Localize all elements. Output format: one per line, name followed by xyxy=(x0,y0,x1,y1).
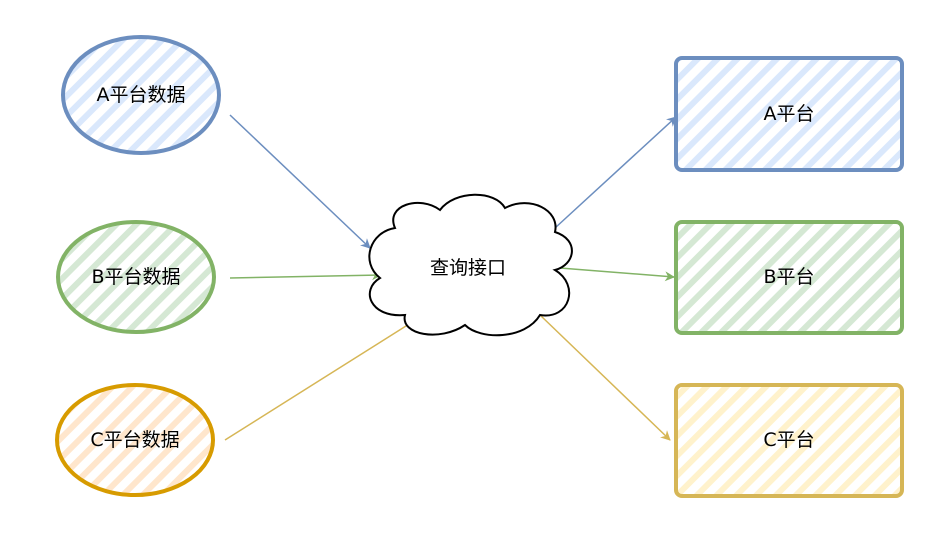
edge-hub-to-a xyxy=(554,116,677,229)
source-c-node[interactable]: C平台数据 xyxy=(55,383,215,497)
target-b-label: B平台 xyxy=(763,266,814,288)
source-b-node[interactable]: B平台数据 xyxy=(56,220,216,334)
edge-a-data-to-hub xyxy=(229,114,371,249)
edge-hub-to-b xyxy=(559,267,675,282)
edge-b-data-to-hub xyxy=(229,270,382,281)
hub-label: 查询接口 xyxy=(430,257,506,279)
target-c-label: C平台 xyxy=(763,429,814,451)
target-c-node[interactable]: C平台 xyxy=(674,383,904,498)
source-a-label: A平台数据 xyxy=(97,84,186,106)
target-a-node[interactable]: A平台 xyxy=(674,56,904,172)
source-a-node[interactable]: A平台数据 xyxy=(61,35,221,155)
cloud-shape xyxy=(368,193,573,337)
edge-hub-to-c xyxy=(539,314,671,441)
edge-c-data-to-hub xyxy=(224,313,426,441)
source-b-label: B平台数据 xyxy=(91,266,180,288)
edges xyxy=(224,114,677,441)
target-b-node[interactable]: B平台 xyxy=(674,220,904,335)
source-c-label: C平台数据 xyxy=(90,429,179,451)
query-interface-cloud[interactable]: 查询接口 xyxy=(368,193,573,337)
target-a-label: A平台 xyxy=(764,103,815,125)
